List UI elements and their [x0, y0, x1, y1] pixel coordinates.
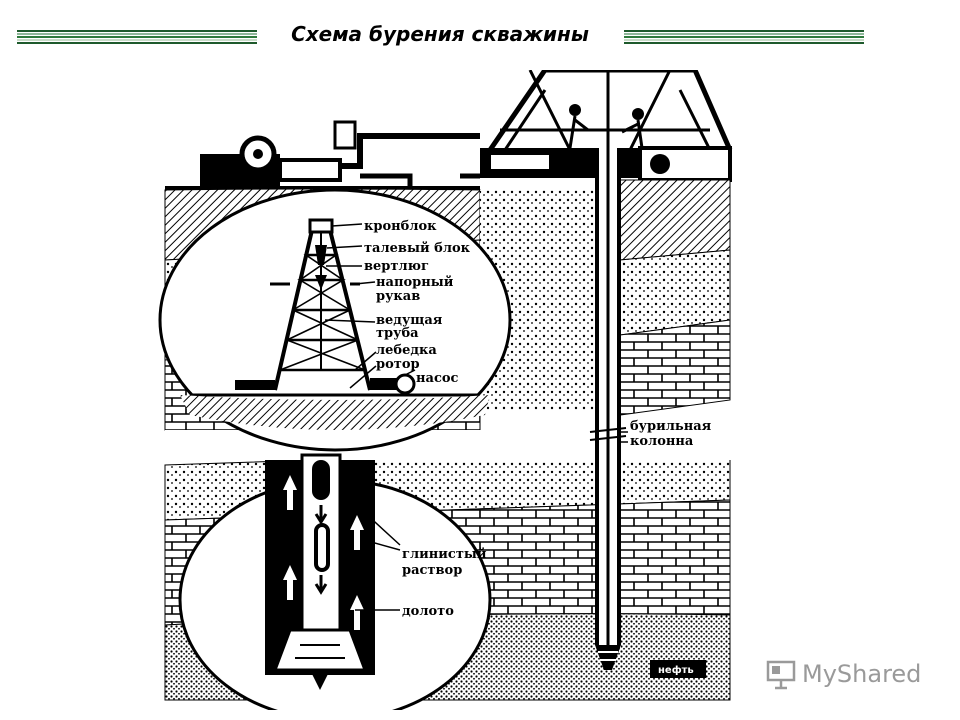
- label-rotor: ротор: [376, 357, 420, 372]
- label-bit: долото: [402, 604, 454, 619]
- slide-title: Схема бурения скважины: [291, 22, 589, 46]
- label-oil: нефть: [658, 664, 694, 676]
- oil-label-box: [650, 660, 706, 678]
- watermark: MyShared: [766, 656, 921, 692]
- label-traveling-block: талевый блок: [364, 241, 471, 256]
- derrick-inset: [158, 188, 512, 452]
- title-bar: Схема бурения скважины: [0, 18, 960, 58]
- label-kelly-1: ведущая: [376, 313, 443, 328]
- label-crown-block: кронблок: [364, 219, 437, 234]
- label-winch: лебедка: [376, 343, 437, 358]
- label-swivel: вертлюг: [364, 259, 429, 274]
- label-kelly-2: труба: [376, 326, 419, 341]
- title-rule-left: [17, 30, 257, 46]
- label-drill-string-2: колонна: [630, 434, 694, 449]
- label-pump: насос: [416, 371, 459, 386]
- surface-equipment: [165, 70, 733, 190]
- label-pressure-hose-1: напорный: [376, 275, 454, 290]
- label-pressure-hose-2: рукав: [376, 289, 420, 304]
- borehole: [589, 70, 627, 670]
- watermark-text: MyShared: [802, 660, 922, 688]
- label-drill-string-1: бурильная: [630, 419, 712, 434]
- bit-inset: [178, 453, 492, 710]
- presentation-icon: [766, 660, 796, 690]
- drilling-diagram: кронблок талевый блок вертлюг напорный р…: [158, 70, 735, 710]
- label-mud-2: раствор: [402, 563, 462, 578]
- title-rule-right: [624, 30, 864, 46]
- label-mud-1: глинистый: [402, 547, 487, 562]
